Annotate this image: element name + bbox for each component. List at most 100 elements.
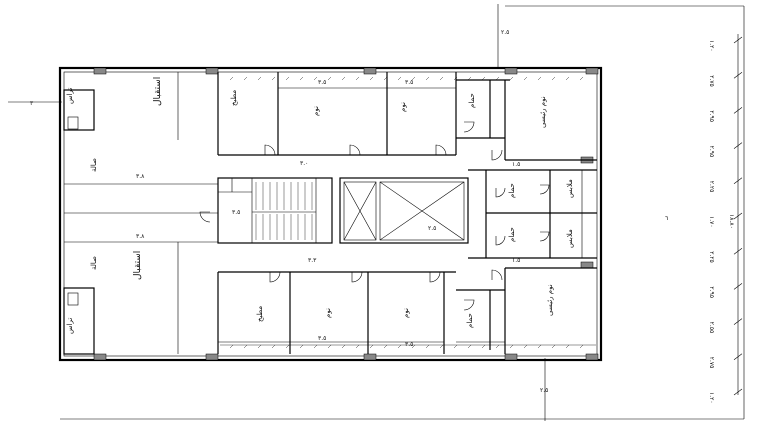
room-label-hall-top: صالة — [90, 158, 98, 172]
dim-chain-label: ٢.٧٥ — [708, 357, 715, 369]
dim-tick — [481, 344, 486, 349]
room-label-bath-mid-2: حمام — [508, 227, 516, 242]
dim-chain-label: ٢.٩٥ — [708, 286, 715, 298]
dim-tick — [509, 76, 514, 81]
dim-tick — [229, 76, 234, 81]
column — [93, 353, 107, 361]
dim-room-2: ٣.٥ — [405, 79, 413, 86]
terrace-top-sill — [67, 116, 79, 130]
room-label-bedroom-top-2: نوم — [399, 102, 407, 112]
room-label-reception-bottom: استقبال — [133, 251, 143, 280]
outer-wall — [58, 66, 603, 362]
terrace-top-wall — [63, 89, 95, 131]
dim-tick — [523, 76, 528, 81]
dim-hall-bottom: ٣.٨ — [136, 233, 145, 240]
dim-chain-label: ٢.٧٥ — [708, 75, 715, 87]
room-label-bedroom-bottom-1: نوم — [324, 308, 332, 318]
dim-tick — [299, 344, 304, 349]
dim-tick — [453, 76, 458, 81]
room-label-master-bottom: نوم رئيسى — [546, 284, 554, 316]
right-dimension-chain: ١.٢٠٢.٧٥٢.٩٥٢.٩٥٢.٢٥١.٧٠٢.٢٥٢.٩٥٢.٥٥٢.٧٥… — [708, 36, 743, 404]
door-swing — [495, 187, 506, 198]
dim-tick — [243, 344, 248, 349]
stair-core — [217, 177, 333, 244]
dim-chain-label: ٢.٥٥ — [708, 322, 715, 334]
door-swing — [539, 184, 550, 195]
dim-tick — [411, 76, 416, 81]
dim-total: ١٨.٨٠ — [728, 214, 735, 229]
dim-room-4: ٣.٥ — [405, 341, 413, 348]
door-swing — [495, 235, 506, 246]
dim-tick — [551, 76, 556, 81]
dim-shaft: ٢.٥ — [428, 225, 436, 232]
dim-top-axis: ٢.٥ — [501, 29, 509, 36]
dim-tick — [425, 344, 430, 349]
room-label-bath-top: حمام — [468, 93, 476, 108]
dim-tick — [313, 344, 318, 349]
dim-hall-top: ٣.٨ — [136, 173, 145, 180]
door-swing — [435, 144, 447, 156]
dim-tick — [551, 344, 556, 349]
dim-chain-tick — [733, 36, 743, 44]
dim-tick — [565, 76, 570, 81]
dim-tick — [523, 344, 528, 349]
dim-tick — [257, 344, 262, 349]
lift-x — [343, 181, 377, 241]
room-label-kitchen-bottom: مطبخ — [256, 306, 264, 322]
dim-room-3: ٣.٥ — [318, 335, 326, 342]
dim-tick — [439, 76, 444, 81]
room-label-reception-top: استقبال — [153, 77, 163, 106]
room-label-kitchen-top: مطبخ — [230, 90, 238, 106]
room-label-bath-bottom: حمام — [466, 313, 474, 328]
dim-chain-label: ٢.٩٥ — [708, 146, 715, 158]
dim-tick — [271, 76, 276, 81]
dim-tick — [495, 76, 500, 81]
dim-chain-tick — [733, 353, 743, 361]
dim-tick — [257, 76, 262, 81]
dim-tick — [481, 76, 486, 81]
dim-stair: ٣.٥ — [232, 209, 240, 216]
dim-side-bottom: ١.٥ — [512, 257, 520, 264]
dim-chain-label: ١.٢٠ — [708, 40, 715, 52]
dim-bottom-axis: ٢.٥ — [540, 387, 548, 394]
room-label-bath-mid-1: حمام — [508, 183, 516, 198]
dim-tick — [243, 76, 248, 81]
door-swing — [463, 299, 475, 311]
lift-shaft-2 — [379, 181, 465, 241]
dim-tick — [509, 344, 514, 349]
dim-tick — [299, 76, 304, 81]
terrace-bottom-sill — [67, 292, 79, 306]
dim-chain-tick — [733, 283, 743, 290]
dim-left-axis: ٣ — [30, 100, 34, 107]
dim-side-top: ١.٥ — [512, 161, 520, 168]
dim-tick — [397, 344, 402, 349]
dim-tick — [369, 76, 374, 81]
room-label-terrace-top: تراس — [66, 88, 74, 104]
dim-tick — [425, 76, 430, 81]
dim-chain-label: ٢.٢٥ — [708, 181, 715, 193]
dim-tick — [327, 344, 332, 349]
dim-room-1: ٣.٥ — [318, 79, 326, 86]
column — [585, 67, 599, 75]
dim-tick — [355, 344, 360, 349]
dim-mid: ٣.٠ — [300, 160, 308, 167]
dim-tick — [369, 344, 374, 349]
door-swing — [264, 144, 276, 156]
room-label-master-top: نوم رئيسى — [539, 96, 547, 128]
dim-tick — [411, 344, 416, 349]
door-swing — [349, 144, 361, 156]
room-label-bedroom-bottom-2: نوم — [402, 308, 410, 318]
dim-tick — [579, 344, 584, 349]
dim-tick — [453, 344, 458, 349]
dim-tick — [285, 344, 290, 349]
column — [504, 353, 518, 361]
dim-chain-tick — [733, 247, 743, 255]
dim-tick — [383, 344, 388, 349]
dim-chain-tick — [733, 318, 743, 325]
dim-tick — [467, 344, 472, 349]
column — [93, 67, 107, 75]
dim-tick — [229, 344, 234, 349]
column — [205, 67, 219, 75]
